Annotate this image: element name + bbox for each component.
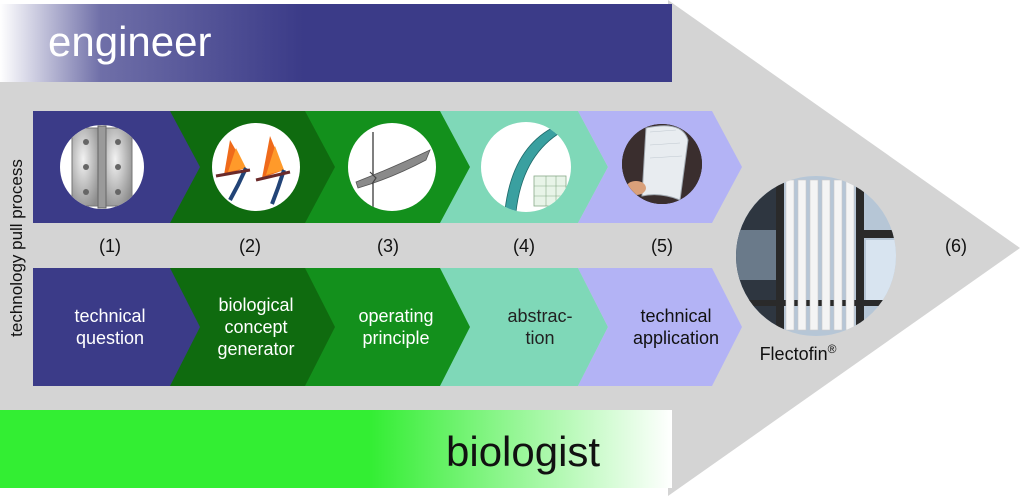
step4-text-chevron bbox=[440, 268, 608, 386]
step-number-3: (3) bbox=[377, 236, 399, 256]
step-3-label-line-2: principle bbox=[362, 328, 429, 348]
step-2-label-line-1: biological bbox=[218, 295, 293, 315]
flectofin-name: Flectofin bbox=[760, 344, 828, 364]
biologist-banner bbox=[0, 410, 672, 488]
side-process-label: technology pull process bbox=[7, 159, 26, 337]
bending-beam-model-icon bbox=[481, 122, 571, 212]
engineer-banner bbox=[0, 4, 672, 82]
final-number: (6) bbox=[945, 236, 967, 256]
step-2-label-line-3: generator bbox=[217, 339, 294, 359]
engineer-label: engineer bbox=[48, 18, 211, 65]
step-4-label-line-1: abstrac- bbox=[507, 306, 572, 326]
step-number-1: (1) bbox=[99, 236, 121, 256]
step-5-label-line-1: technical bbox=[640, 306, 711, 326]
step-5-label-line-2: application bbox=[633, 328, 719, 348]
step-number-4: (4) bbox=[513, 236, 535, 256]
step-3-label-line-1: operating bbox=[358, 306, 433, 326]
bending-leaf-icon bbox=[348, 123, 436, 211]
step-labels: technicalquestionbiologicalconceptgenera… bbox=[74, 295, 719, 359]
step5-text-chevron bbox=[578, 268, 742, 386]
step-number-2: (2) bbox=[239, 236, 261, 256]
step-2-label-line-2: concept bbox=[224, 317, 287, 337]
step2-text-chevron bbox=[170, 268, 340, 386]
step-numbers: (1) (2) (3) (4) (5) bbox=[99, 236, 673, 256]
step-number-5: (5) bbox=[651, 236, 673, 256]
bird-of-paradise-flower-icon bbox=[212, 123, 300, 211]
step1-text-chevron bbox=[33, 268, 208, 386]
step-4-label-line-2: tion bbox=[525, 328, 554, 348]
biologist-label: biologist bbox=[446, 428, 600, 475]
registered-mark: ® bbox=[828, 342, 837, 356]
flectofin-label: Flectofin® bbox=[760, 342, 837, 364]
step-1-label-line-1: technical bbox=[74, 306, 145, 326]
step3-text-chevron bbox=[305, 268, 472, 386]
step-1-label-line-2: question bbox=[76, 328, 144, 348]
hinge-icon bbox=[60, 125, 144, 209]
flexible-sheet-icon bbox=[622, 124, 702, 204]
